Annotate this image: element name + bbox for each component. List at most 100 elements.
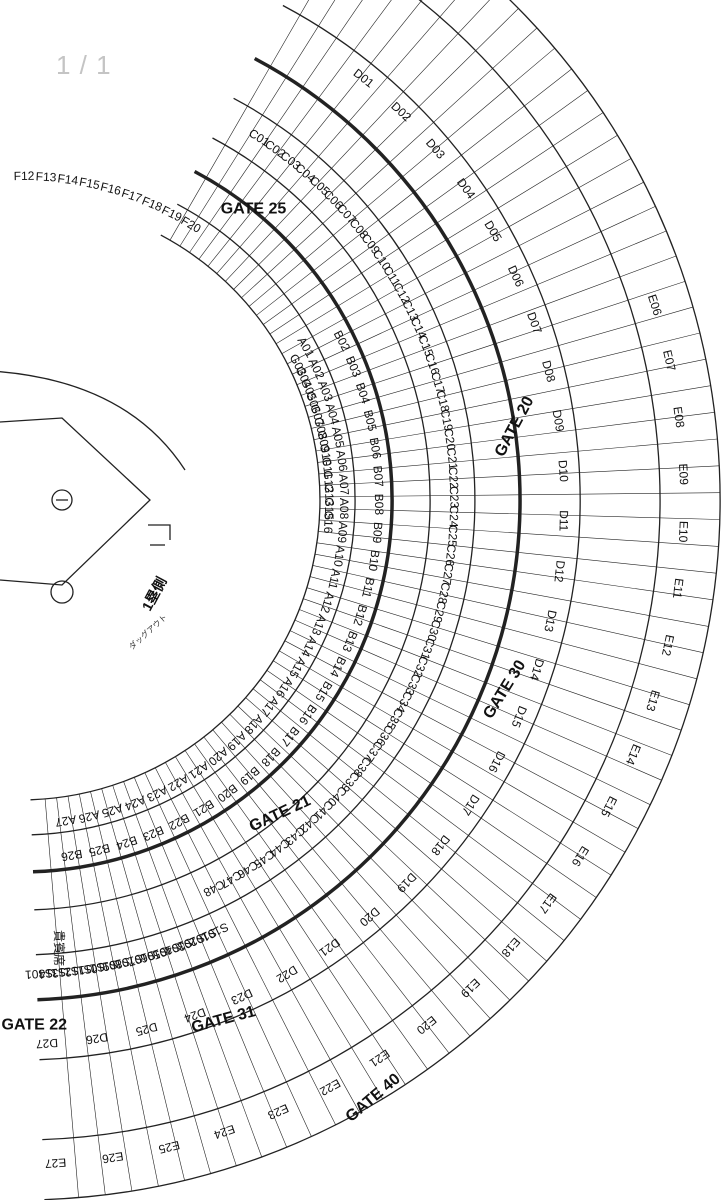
seat-section-label[interactable]: A26 — [77, 807, 101, 826]
seat-section-label[interactable]: E26 — [101, 1149, 125, 1166]
seat-section-label[interactable]: C24 — [447, 505, 461, 528]
seat-section-label[interactable]: D08 — [539, 359, 558, 384]
seat-section-label[interactable]: A08 — [337, 498, 351, 520]
seat-section-label[interactable]: B13 — [339, 629, 360, 654]
seat-section-label[interactable]: C25 — [445, 524, 460, 547]
seat-section-label[interactable]: D07 — [524, 310, 545, 336]
seat-section-label[interactable]: B25 — [87, 841, 111, 860]
seat-section-label[interactable]: B05 — [361, 408, 380, 432]
seat-section-label[interactable]: E14 — [623, 742, 644, 767]
seat-section-label[interactable]: E19 — [458, 976, 483, 1001]
seat-section-label[interactable]: A04 — [323, 402, 343, 427]
seat-section-label[interactable]: S111 — [77, 959, 106, 977]
seat-section-label[interactable]: A07 — [336, 473, 352, 496]
seat-section-label[interactable]: A09 — [335, 521, 350, 544]
seat-section-label[interactable]: A12 — [318, 590, 338, 615]
seat-section-label[interactable]: B12 — [350, 603, 370, 628]
seat-section-label[interactable]: E06 — [645, 293, 665, 318]
seat-section-label[interactable]: F16 — [99, 179, 123, 198]
seat-section-label[interactable]: S110 — [89, 957, 119, 976]
seat-section-label[interactable]: F12 — [14, 169, 35, 183]
seat-section-label[interactable]: B22 — [166, 811, 192, 834]
seat-section-label[interactable]: E25 — [157, 1138, 181, 1157]
seat-section-label[interactable]: E22 — [317, 1076, 343, 1099]
seat-section-label[interactable]: S112 — [64, 962, 93, 980]
seat-section-label[interactable]: D26 — [85, 1030, 109, 1047]
seat-section-label[interactable]: C26 — [442, 543, 458, 567]
seat-section-label[interactable]: D10 — [556, 459, 572, 482]
seat-section-label[interactable]: C31 — [417, 636, 438, 662]
seat-section-label[interactable]: B10 — [366, 549, 383, 572]
seat-section-label[interactable]: G08 — [311, 416, 330, 442]
seat-section-label[interactable]: F14 — [57, 171, 80, 187]
seat-section-label[interactable]: G11 — [319, 456, 336, 480]
seat-section-label[interactable]: C29 — [430, 600, 449, 625]
seat-section-label[interactable]: D01 — [351, 66, 377, 91]
seat-section-label[interactable]: G10 — [317, 442, 335, 467]
seat-section-label[interactable]: D22 — [274, 963, 300, 987]
seat-section-label[interactable]: E09 — [676, 463, 691, 485]
seat-section-label[interactable]: C18 — [433, 389, 452, 414]
seat-section-label[interactable]: B14 — [327, 654, 349, 680]
seat-section-label[interactable]: E12 — [659, 633, 677, 657]
seat-section-label[interactable]: D09 — [550, 409, 568, 433]
seat-section-label[interactable]: F13 — [35, 169, 57, 184]
seat-section-label[interactable]: C30 — [424, 618, 444, 643]
seat-section-label[interactable]: A10 — [331, 545, 348, 568]
seat-section-label[interactable]: B04 — [353, 381, 373, 406]
seat-section-label[interactable]: E21 — [367, 1047, 393, 1071]
seat-section-label[interactable]: D14 — [527, 657, 547, 682]
seat-section-label[interactable]: E08 — [670, 406, 687, 429]
seat-section-label[interactable]: A05 — [329, 425, 348, 449]
seat-section-label[interactable]: C21 — [444, 447, 461, 471]
seat-section-label[interactable]: C23 — [447, 486, 462, 509]
seat-section-label[interactable]: F15 — [78, 175, 101, 193]
seat-section-label[interactable]: D18 — [428, 832, 453, 858]
seat-section-label[interactable]: B06 — [367, 436, 385, 460]
seat-section-label[interactable]: B09 — [370, 521, 385, 544]
seat-section-label[interactable]: S113 — [51, 963, 80, 980]
seat-section-label[interactable]: G15 — [322, 497, 336, 520]
seat-section-label[interactable]: A06 — [333, 449, 350, 473]
seat-section-label[interactable]: D15 — [508, 704, 529, 730]
seat-section-label[interactable]: B08 — [372, 494, 386, 516]
seat-section-label[interactable]: A27 — [54, 812, 78, 830]
seat-section-label[interactable]: E16 — [569, 844, 592, 870]
seat-section-label[interactable]: C27 — [439, 562, 456, 586]
seat-section-label[interactable]: E11 — [670, 577, 686, 599]
seat-section-label[interactable]: D03 — [423, 136, 448, 162]
seat-section-label[interactable]: E10 — [676, 521, 691, 543]
seat-section-label[interactable]: S114 — [38, 965, 67, 982]
seat-section-label[interactable]: D16 — [485, 749, 508, 775]
seat-section-label[interactable]: C19 — [438, 408, 456, 433]
seat-section-label[interactable]: C22 — [446, 466, 462, 489]
seat-section-label[interactable]: D25 — [134, 1020, 159, 1039]
seat-section-label[interactable]: E27 — [44, 1155, 67, 1170]
seat-section-label[interactable]: S109 — [101, 954, 132, 974]
seat-section-label[interactable]: G09 — [314, 429, 333, 455]
seat-section-label[interactable]: D27 — [35, 1036, 58, 1052]
seat-section-label[interactable]: B26 — [60, 847, 84, 865]
seat-section-label[interactable]: S301 — [24, 966, 53, 982]
seat-section-label[interactable]: D13 — [541, 609, 559, 634]
seat-section-label[interactable]: E20 — [414, 1013, 440, 1038]
seat-section-label[interactable]: A16 — [273, 675, 297, 701]
seat-section-label[interactable]: B23 — [140, 823, 165, 844]
seat-section-label[interactable]: G16 — [321, 510, 336, 533]
seat-section-label[interactable]: E18 — [498, 935, 523, 961]
seat-section-label[interactable]: G07 — [307, 402, 327, 428]
seat-section-label[interactable]: D11 — [557, 510, 571, 532]
seat-section-label[interactable]: C28 — [435, 581, 453, 606]
seat-section-label[interactable]: E15 — [598, 794, 620, 820]
seat-section-label[interactable]: D02 — [388, 99, 414, 124]
seat-section-label[interactable]: B11 — [359, 576, 377, 599]
seat-section-label[interactable]: E07 — [660, 349, 679, 373]
seat-section-label[interactable]: F17 — [120, 186, 144, 206]
seat-section-label[interactable]: C48 — [201, 877, 227, 900]
seat-section-label[interactable]: G13 — [322, 483, 337, 507]
seat-section-label[interactable]: D20 — [357, 904, 383, 929]
seat-section-label[interactable]: B24 — [114, 833, 139, 853]
seat-section-label[interactable]: G12 — [321, 470, 337, 494]
seat-section-label[interactable]: A15 — [286, 655, 309, 681]
seat-section-label[interactable]: E17 — [536, 891, 560, 917]
